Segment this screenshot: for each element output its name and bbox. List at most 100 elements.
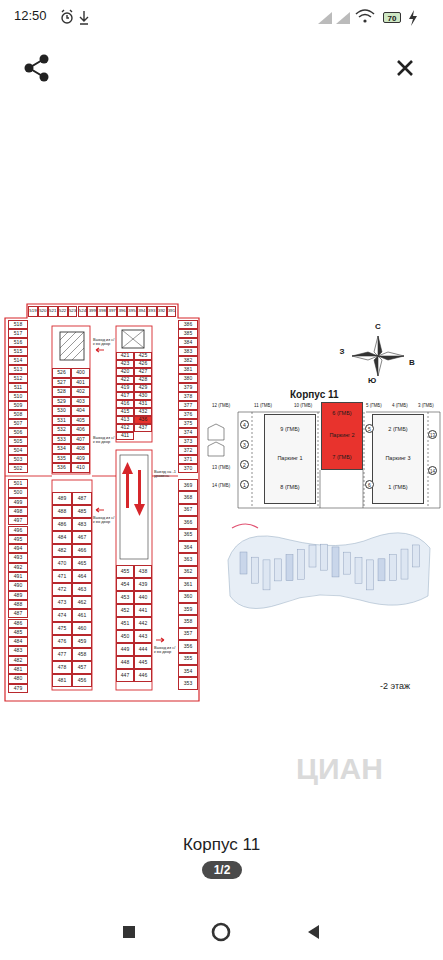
space-number: 474 (58, 613, 66, 618)
parking-space: 425 (134, 352, 152, 360)
space-number: 450 (121, 634, 129, 639)
parking-space: 356 (178, 640, 198, 652)
diagram-title: Корпус 11 (290, 389, 339, 400)
space-number: 413 (121, 417, 129, 422)
parking-space: 443 (134, 630, 152, 643)
space-number: 499 (14, 500, 22, 505)
parking-space: 488 (52, 505, 72, 518)
parking-space: 460 (72, 622, 92, 635)
space-number: 535 (57, 456, 65, 461)
space-number: 486 (58, 522, 66, 527)
parking-space: 487 (8, 609, 28, 618)
parking-space: 430 (134, 392, 152, 400)
space-number: 457 (78, 665, 86, 670)
parking-space: 476 (52, 635, 72, 648)
share-icon (25, 55, 49, 82)
parking-space: 515 (8, 347, 28, 356)
parking-space: 382 (178, 356, 198, 365)
parking-space: 438 (134, 565, 152, 578)
space-number: 422 (121, 377, 129, 382)
space-number: 357 (184, 631, 192, 636)
space-number: 447 (121, 673, 129, 678)
parking-space: 437 (134, 424, 152, 432)
space-number: 455 (121, 569, 129, 574)
map-building (309, 545, 316, 567)
zone-label: 1 (ГМБ) (388, 485, 407, 491)
space-number: 449 (121, 647, 129, 652)
parking-zone: 2 (ГМБ)Паркинг 31 (ГМБ) (372, 414, 424, 504)
status-icons (62, 10, 417, 26)
parking-space: 492 (8, 563, 28, 572)
space-number: 368 (184, 495, 192, 500)
parking-space: 448 (116, 656, 134, 669)
space-number: 495 (14, 537, 22, 542)
zone-label: 7 (ГМБ) (332, 455, 351, 461)
space-number: 366 (184, 520, 192, 525)
space-number: 513 (14, 367, 22, 372)
parking-zone: 9 (ГМБ)Паркинг 18 (ГМБ) (264, 414, 316, 504)
parking-space: 411 (116, 432, 134, 440)
space-number: 365 (184, 532, 192, 537)
space-number: 430 (139, 393, 147, 398)
ramp-arrows (122, 462, 145, 516)
parking-space: 474 (52, 609, 72, 622)
parking-space: 526 (52, 368, 71, 378)
parking-space: 385 (178, 329, 198, 338)
parking-space: 429 (134, 384, 152, 392)
map-building (240, 552, 247, 574)
space-number: 472 (58, 587, 66, 592)
space-number: 511 (14, 385, 22, 390)
parking-space: 473 (52, 596, 72, 609)
space-number: 520 (39, 309, 46, 314)
parking-space: 486 (8, 619, 28, 628)
space-number: 441 (139, 608, 147, 613)
space-number: 478 (58, 665, 66, 670)
map-building (321, 544, 328, 570)
parking-space: 481 (8, 665, 28, 674)
space-number: 473 (58, 600, 66, 605)
space-number: 497 (14, 518, 22, 523)
space-number: 392 (158, 309, 165, 314)
space-number: 440 (139, 595, 147, 600)
space-number: 506 (14, 430, 22, 435)
space-number: 381 (184, 367, 192, 372)
parking-space: 483 (72, 518, 92, 531)
space-number: 492 (14, 565, 22, 570)
space-number: 477 (58, 652, 66, 657)
map-building (401, 549, 408, 579)
space-number: 453 (121, 595, 129, 600)
space-number: 501 (14, 481, 22, 486)
parking-space: 501 (8, 479, 28, 488)
section-circle: 14 (428, 466, 437, 475)
space-number: 508 (14, 412, 22, 417)
map-building (263, 560, 270, 590)
space-number: 363 (184, 557, 192, 562)
parking-space: 376 (178, 410, 198, 419)
space-number: 431 (139, 401, 147, 406)
space-number: 517 (14, 331, 22, 336)
space-number: 395 (128, 309, 135, 314)
parking-space: 528 (52, 387, 71, 397)
space-number: 353 (184, 681, 192, 686)
parking-space: 489 (8, 591, 28, 600)
space-number: 530 (57, 408, 65, 413)
map-building (344, 552, 351, 574)
parking-space: 384 (178, 338, 198, 347)
space-number: 483 (78, 522, 86, 527)
space-number: 375 (184, 421, 192, 426)
space-number: 383 (184, 349, 192, 354)
space-number: 480 (14, 676, 22, 681)
parking-space: 502 (8, 464, 28, 473)
parking-space: 377 (178, 401, 198, 410)
space-number: 411 (121, 433, 129, 438)
space-number: 373 (184, 439, 192, 444)
parking-space: 479 (8, 684, 28, 693)
section-label: 3 (ГМБ) (418, 404, 434, 409)
parking-space: 464 (72, 570, 92, 583)
parking-space: 517 (8, 329, 28, 338)
parking-space: 450 (116, 630, 134, 643)
parking-space: 455 (116, 565, 134, 578)
space-number: 426 (139, 361, 147, 366)
zone-label: Паркинг 2 (329, 433, 354, 439)
zone-label: 8 (ГМБ) (280, 485, 299, 491)
